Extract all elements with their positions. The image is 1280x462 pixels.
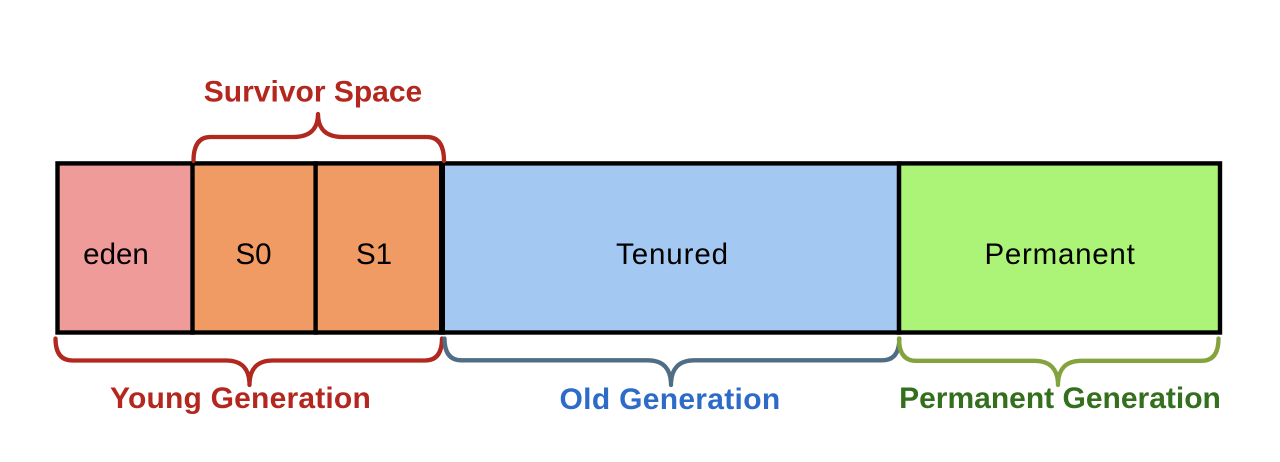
svg-text:S1: S1 (356, 238, 392, 271)
svg-text:Young Generation: Young Generation (110, 382, 371, 415)
svg-text:Old Generation: Old Generation (560, 383, 781, 416)
svg-text:Permanent Generation: Permanent Generation (899, 382, 1221, 415)
svg-text:Permanent: Permanent (984, 238, 1135, 271)
svg-text:Tenured: Tenured (616, 238, 729, 271)
svg-text:eden: eden (83, 238, 149, 271)
svg-text:Survivor Space: Survivor Space (204, 76, 422, 109)
svg-text:S0: S0 (235, 238, 271, 271)
